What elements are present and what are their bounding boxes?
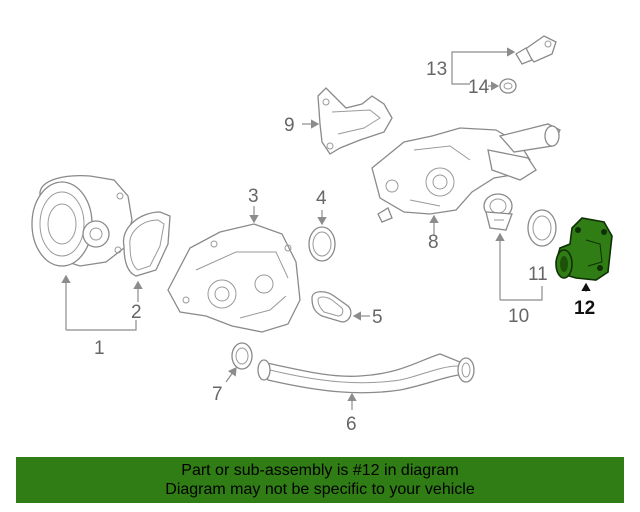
callout-7[interactable]: 7 (212, 384, 223, 405)
callout-12[interactable]: 12 (574, 298, 595, 319)
leader-10-bracket (500, 286, 543, 301)
callout-14[interactable]: 14 (468, 77, 490, 98)
temperature-sensor-part[interactable] (515, 35, 557, 65)
leader-7 (225, 367, 237, 383)
water-pump-part[interactable] (31, 174, 133, 267)
leader-13-bracket (451, 68, 470, 85)
thermostat-housing-part[interactable] (371, 123, 561, 223)
info-banner: Part or sub-assembly is #12 in diagram D… (16, 457, 624, 503)
callout-2[interactable]: 2 (131, 302, 142, 323)
pump-housing-part[interactable] (167, 223, 301, 333)
sensor-washer-part[interactable] (499, 78, 517, 94)
leader-13 (451, 47, 516, 68)
callout-1[interactable]: 1 (94, 338, 105, 359)
callout-11[interactable]: 11 (528, 264, 548, 285)
callout-5[interactable]: 5 (372, 307, 383, 328)
o-ring-part[interactable] (308, 226, 336, 262)
callout-13[interactable]: 13 (426, 59, 447, 80)
pump-gasket-part[interactable] (122, 211, 171, 277)
banner-line-2: Diagram may not be specific to your vehi… (165, 481, 475, 498)
thermostat-part[interactable] (483, 193, 513, 231)
bracket-part[interactable] (317, 87, 393, 155)
coolant-hose-part[interactable] (257, 353, 475, 394)
callout-8[interactable]: 8 (428, 232, 439, 253)
banner-line-1: Part or sub-assembly is #12 in diagram (181, 462, 459, 479)
callout-3[interactable]: 3 (248, 186, 259, 207)
callout-9[interactable]: 9 (284, 115, 295, 136)
hose-o-ring-part[interactable] (231, 342, 253, 370)
leader-1-bracket (66, 320, 137, 331)
seal-part[interactable] (527, 209, 557, 247)
callout-6[interactable]: 6 (346, 414, 357, 435)
parts-diagram: 1 2 3 4 5 6 (31, 35, 613, 435)
outlet-housing-part-highlighted[interactable] (555, 217, 613, 281)
callout-10[interactable]: 10 (508, 306, 529, 327)
callout-4[interactable]: 4 (316, 188, 327, 209)
small-gasket-part[interactable] (311, 291, 352, 323)
